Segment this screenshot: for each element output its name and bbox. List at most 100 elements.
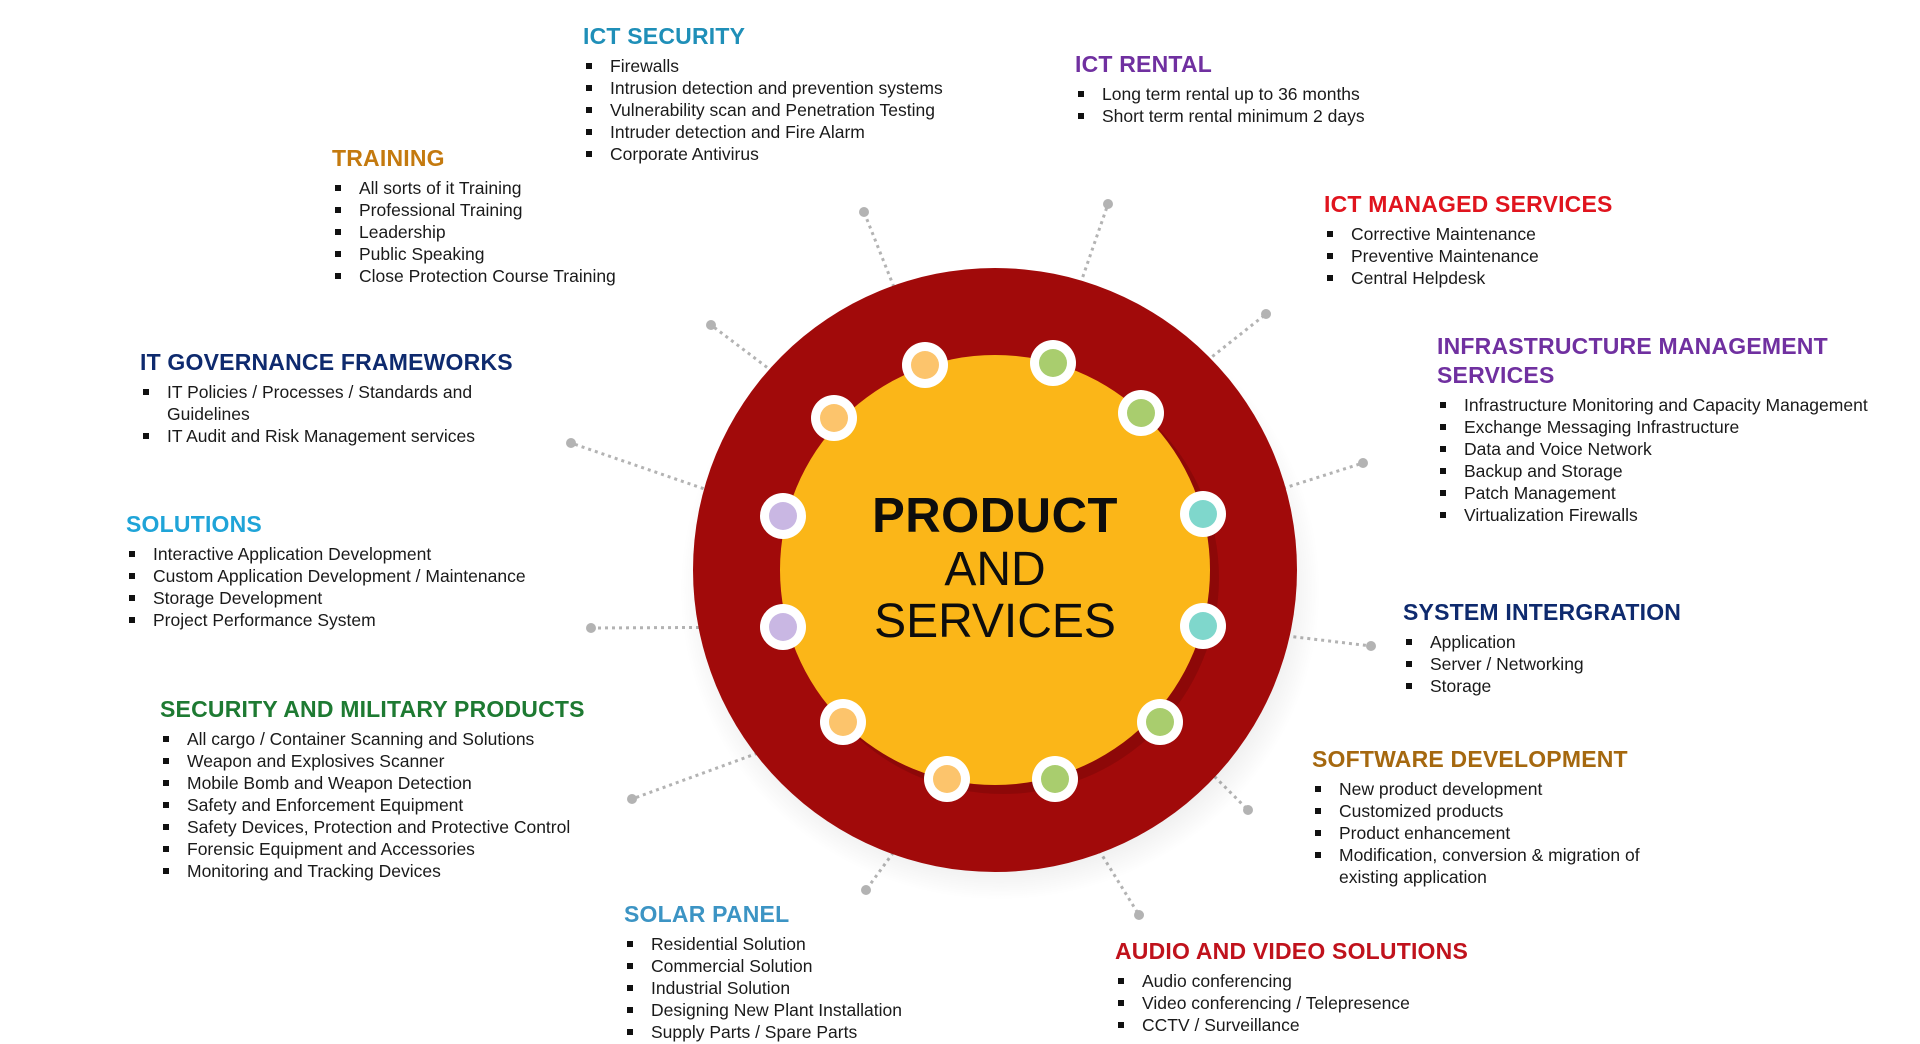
section-list-item: Mobile Bomb and Weapon Detection — [160, 772, 630, 794]
section-list-item: Preventive Maintenance — [1324, 245, 1654, 267]
section-list-item: Project Performance System — [126, 609, 566, 631]
section-list-item: Long term rental up to 36 months — [1075, 83, 1435, 105]
section-title: SOLUTIONS — [126, 511, 262, 537]
section-list-item: Central Helpdesk — [1324, 267, 1654, 289]
center-title: PRODUCT AND SERVICES — [855, 488, 1135, 648]
section-list-item: Safety and Enforcement Equipment — [160, 794, 630, 816]
section-list-item: Video conferencing / Telepresence — [1115, 992, 1515, 1014]
section-list-item: Forensic Equipment and Accessories — [160, 838, 630, 860]
ring-dot — [1189, 612, 1217, 640]
ring-dot — [829, 708, 857, 736]
section-list-item: Leadership — [332, 221, 662, 243]
center-title-line3: SERVICES — [874, 595, 1116, 648]
ring-dot — [820, 404, 848, 432]
section-title: ICT MANAGED SERVICES — [1324, 191, 1613, 217]
ring-dot — [1146, 708, 1174, 736]
section-infrastructure-management: INFRASTRUCTURE MANAGEMENT SERVICES Infra… — [1437, 332, 1907, 526]
section-title: INFRASTRUCTURE MANAGEMENT SERVICES — [1437, 333, 1828, 388]
section-list-item: Intruder detection and Fire Alarm — [583, 121, 1003, 143]
section-list-item: Server / Networking — [1403, 653, 1733, 675]
section-list-item: Virtualization Firewalls — [1437, 504, 1907, 526]
section-list-item: All sorts of it Training — [332, 177, 662, 199]
connector-endpoint — [586, 623, 596, 633]
ring-dot — [933, 765, 961, 793]
section-list-item: Infrastructure Monitoring and Capacity M… — [1437, 394, 1907, 416]
section-list: All cargo / Container Scanning and Solut… — [160, 728, 630, 882]
section-title: TRAINING — [332, 145, 445, 171]
section-security-military-products: SECURITY AND MILITARY PRODUCTS All cargo… — [160, 695, 630, 882]
section-title: ICT SECURITY — [583, 23, 746, 49]
section-list-item: Storage — [1403, 675, 1733, 697]
section-list-item: Safety Devices, Protection and Protectiv… — [160, 816, 630, 838]
section-list-item: Audio conferencing — [1115, 970, 1515, 992]
section-list-item: Modification, conversion & migration of … — [1312, 844, 1682, 888]
section-list-item: Residential Solution — [624, 933, 954, 955]
center-title-line1: PRODUCT — [872, 489, 1118, 543]
section-list-item: Supply Parts / Spare Parts — [624, 1021, 954, 1043]
section-title: SOFTWARE DEVELOPMENT — [1312, 746, 1628, 772]
connector-endpoint — [1358, 458, 1368, 468]
section-list-item: Close Protection Course Training — [332, 265, 662, 287]
section-ict-rental: ICT RENTAL Long term rental up to 36 mon… — [1075, 50, 1435, 127]
connector-endpoint — [1243, 805, 1253, 815]
section-list-item: Corrective Maintenance — [1324, 223, 1654, 245]
section-list-item: IT Policies / Processes / Standards and … — [140, 381, 530, 425]
connector-endpoint — [1366, 641, 1376, 651]
section-list-item: Intrusion detection and prevention syste… — [583, 77, 1003, 99]
section-list-item: Firewalls — [583, 55, 1003, 77]
connector-endpoint — [1261, 309, 1271, 319]
section-list-item: Custom Application Development / Mainten… — [126, 565, 566, 587]
section-title: AUDIO AND VIDEO SOLUTIONS — [1115, 938, 1468, 964]
ring-dot — [1039, 349, 1067, 377]
section-list-item: All cargo / Container Scanning and Solut… — [160, 728, 630, 750]
connector-endpoint — [859, 207, 869, 217]
section-list-item: Patch Management — [1437, 482, 1907, 504]
connector-endpoint — [861, 885, 871, 895]
connector-endpoint — [1103, 199, 1113, 209]
connector-endpoint — [627, 794, 637, 804]
section-list-item: Industrial Solution — [624, 977, 954, 999]
section-list: IT Policies / Processes / Standards and … — [140, 381, 530, 447]
section-title: IT GOVERNANCE FRAMEWORKS — [140, 349, 513, 375]
section-list-item: Interactive Application Development — [126, 543, 566, 565]
section-audio-video-solutions: AUDIO AND VIDEO SOLUTIONS Audio conferen… — [1115, 937, 1515, 1036]
section-list-item: Product enhancement — [1312, 822, 1682, 844]
section-list-item: Short term rental minimum 2 days — [1075, 105, 1435, 127]
section-list-item: Exchange Messaging Infrastructure — [1437, 416, 1907, 438]
section-ict-managed-services: ICT MANAGED SERVICES Corrective Maintena… — [1324, 190, 1654, 289]
connector-endpoint — [706, 320, 716, 330]
section-list-item: Storage Development — [126, 587, 566, 609]
section-list: Infrastructure Monitoring and Capacity M… — [1437, 394, 1907, 526]
section-solutions: SOLUTIONS Interactive Application Develo… — [126, 510, 566, 631]
section-list-item: Vulnerability scan and Penetration Testi… — [583, 99, 1003, 121]
section-title: ICT RENTAL — [1075, 51, 1213, 77]
connector-endpoint — [1134, 910, 1144, 920]
section-list-item: Designing New Plant Installation — [624, 999, 954, 1021]
inner-circle — [780, 355, 1210, 785]
ring-dot — [1127, 399, 1155, 427]
connector-endpoint — [566, 438, 576, 448]
section-list-item: Corporate Antivirus — [583, 143, 1003, 165]
section-list-item: IT Audit and Risk Management services — [140, 425, 530, 447]
section-list-item: New product development — [1312, 778, 1682, 800]
ring-dot — [911, 351, 939, 379]
section-list-item: Weapon and Explosives Scanner — [160, 750, 630, 772]
section-list-item: Public Speaking — [332, 243, 662, 265]
section-list-item: Commercial Solution — [624, 955, 954, 977]
section-title: SOLAR PANEL — [624, 901, 790, 927]
section-list-item: Monitoring and Tracking Devices — [160, 860, 630, 882]
section-list-item: Backup and Storage — [1437, 460, 1907, 482]
ring-dot — [769, 613, 797, 641]
